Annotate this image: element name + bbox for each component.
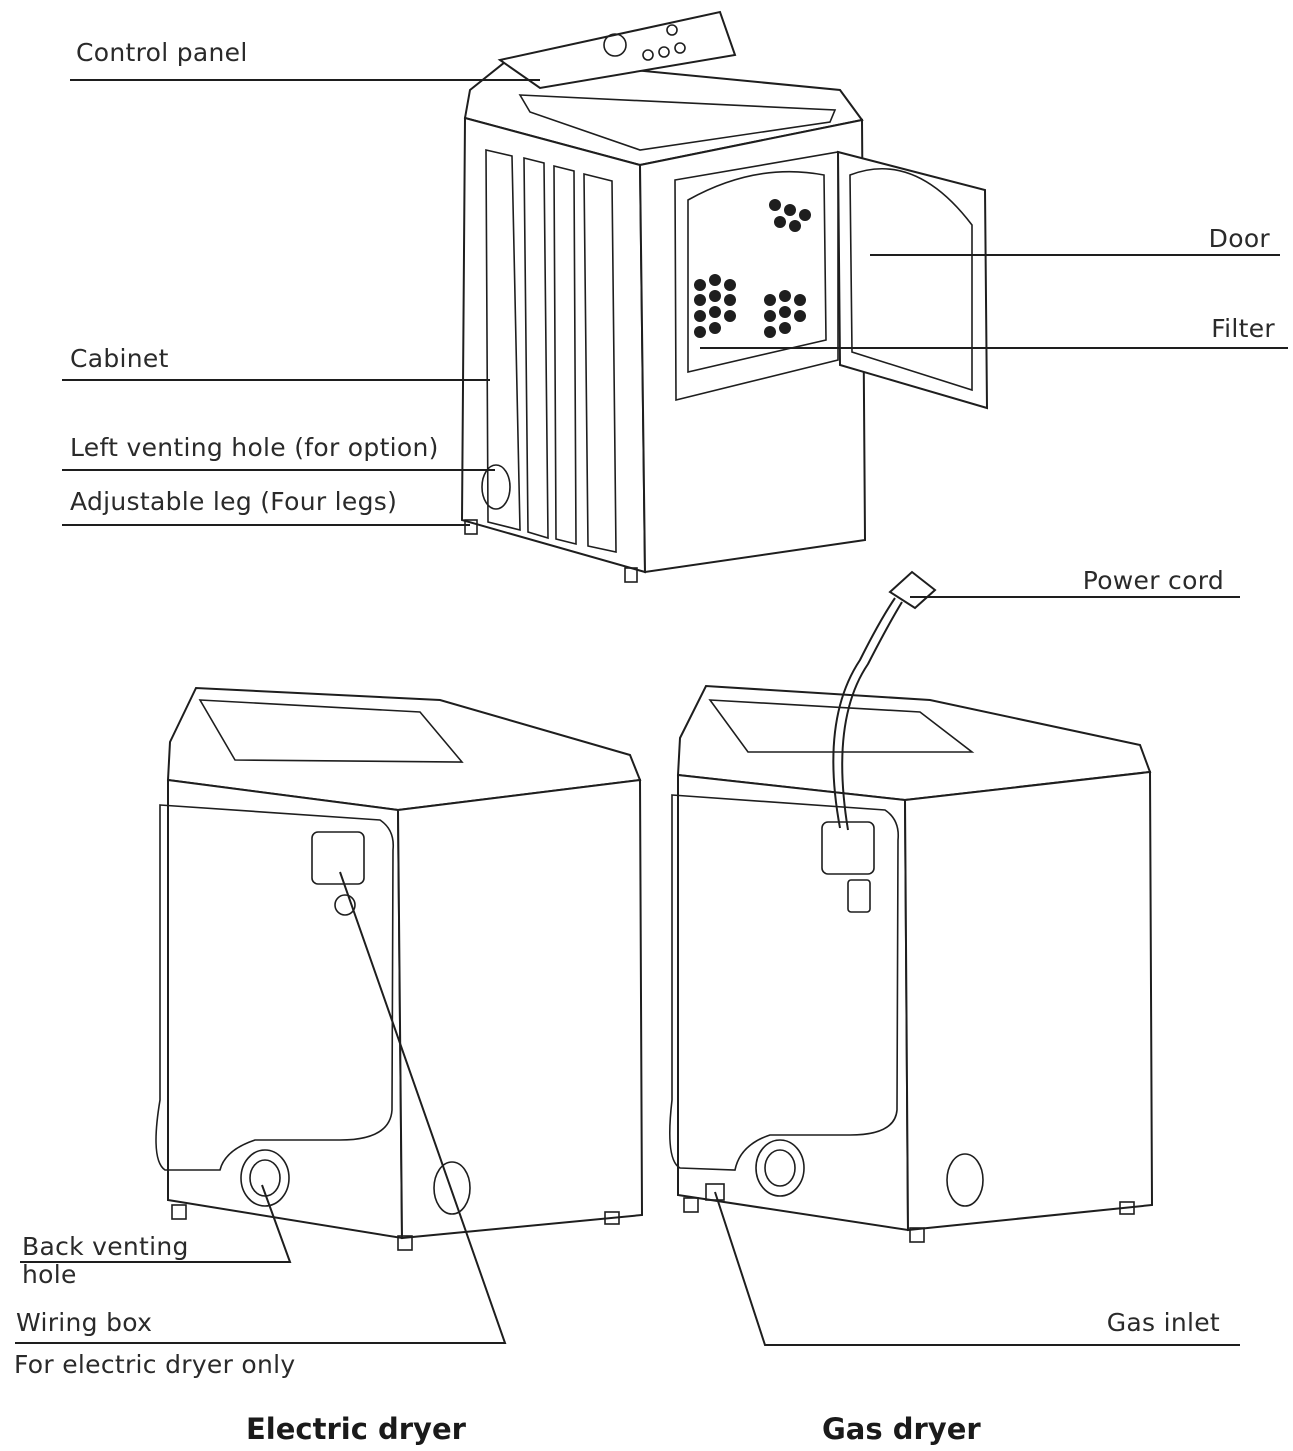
gas-dryer-rear: [668, 570, 1154, 1243]
label-gas-inlet: Gas inlet: [1106, 1308, 1220, 1337]
label-wiring-box: Wiring box: [16, 1308, 153, 1337]
label-filter: Filter: [1211, 314, 1275, 343]
label-control-panel: Control panel: [76, 38, 248, 67]
label-cabinet: Cabinet: [70, 344, 169, 373]
front-dryer: [460, 10, 989, 583]
leader-lines: [15, 79, 1288, 1346]
label-door: Door: [1208, 224, 1270, 253]
electric-dryer-rear: [155, 686, 644, 1251]
label-electric-only-note: For electric dryer only: [14, 1350, 296, 1379]
label-back-venting-hole-line1: Back venting: [22, 1232, 189, 1261]
caption-electric-dryer: Electric dryer: [246, 1412, 466, 1446]
label-power-cord: Power cord: [1082, 566, 1224, 595]
label-left-venting-hole: Left venting hole (for option): [70, 433, 439, 462]
caption-gas-dryer: Gas dryer: [822, 1412, 981, 1446]
label-adjustable-leg: Adjustable leg (Four legs): [70, 487, 398, 516]
label-back-venting-hole-line2: hole: [22, 1260, 77, 1289]
